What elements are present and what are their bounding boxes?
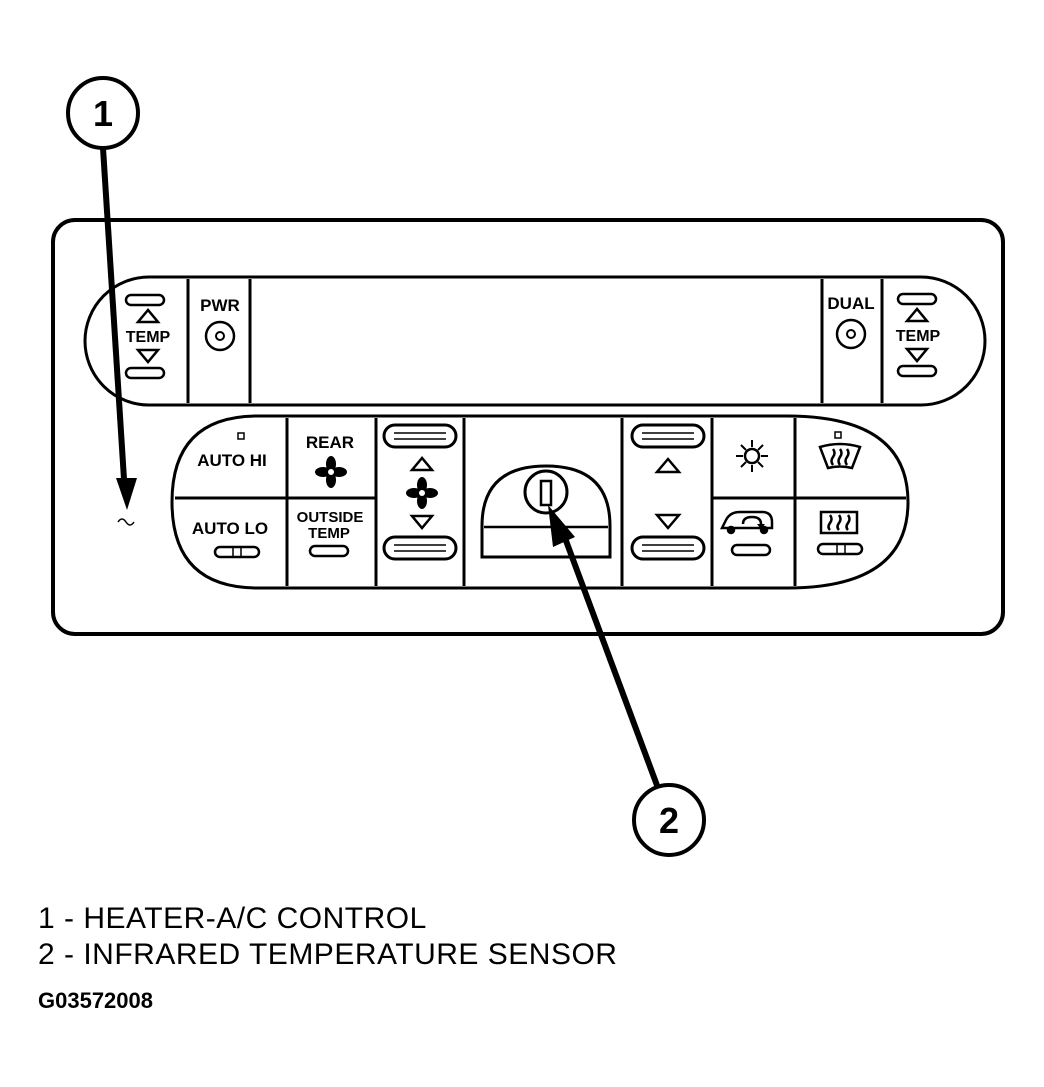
rear-defrost-icon [819, 510, 859, 535]
outside-temp-indicator-icon [308, 544, 350, 558]
mode-up-arrow-icon [654, 457, 682, 474]
blower-up-button[interactable] [382, 423, 458, 449]
callout-1: 1 [66, 76, 140, 526]
legend-item-2: 2 - INFRARED TEMPERATURE SENSOR [38, 938, 618, 971]
blower-down-button[interactable] [382, 535, 458, 561]
figure-id: G03572008 [38, 988, 153, 1013]
front-defrost-indicator-icon [834, 431, 842, 439]
front-defrost-button[interactable] [818, 431, 862, 470]
dual-label: DUAL [827, 294, 874, 313]
auto-lo-label: AUTO LO [192, 519, 268, 538]
pwr-button[interactable]: PWR [200, 296, 240, 352]
callout-2-number: 2 [659, 800, 679, 841]
ac-button[interactable] [736, 440, 768, 472]
dual-button[interactable]: DUAL [827, 294, 875, 350]
recirculation-indicator-icon [730, 543, 772, 557]
hvac-control-diagram: TEMP PWR DUAL TEMP AUTO HI AUTO LO [51, 76, 1005, 857]
left-temp-control[interactable]: TEMP [124, 293, 171, 380]
callout-1-number: 1 [93, 93, 113, 134]
dual-knob-icon [835, 318, 867, 350]
rear-label: REAR [306, 433, 354, 452]
rear-button[interactable]: REAR [306, 433, 354, 488]
outside-temp-label-line2: TEMP [308, 525, 350, 542]
auto-hi-indicator-icon [237, 432, 245, 440]
auto-lo-button[interactable]: AUTO LO [192, 519, 268, 559]
legend-item-1: 1 - HEATER-A/C CONTROL [38, 902, 427, 935]
auto-lo-indicator-icon [213, 545, 261, 559]
mode-up-button[interactable] [630, 423, 706, 449]
auto-hi-button[interactable]: AUTO HI [197, 432, 267, 470]
mode-down-arrow-icon [654, 513, 682, 530]
blower-speed-control[interactable] [382, 423, 458, 561]
pwr-knob-icon [204, 320, 236, 352]
rear-defrost-button[interactable] [816, 510, 864, 556]
right-temp-control[interactable]: TEMP [896, 292, 941, 378]
rear-defrost-indicator-icon [816, 542, 864, 556]
recirculation-icon [719, 510, 774, 535]
blower-up-arrow-icon [409, 456, 435, 472]
callout-2: 2 [548, 505, 706, 857]
blower-down-arrow-icon [409, 514, 435, 530]
ac-snowflake-icon [736, 440, 768, 472]
infrared-sensor-housing [480, 464, 612, 559]
recirculation-button[interactable] [719, 510, 774, 557]
mode-down-button[interactable] [630, 535, 706, 561]
mode-control[interactable] [630, 423, 706, 561]
pwr-label: PWR [200, 296, 240, 315]
right-temp-label: TEMP [896, 328, 941, 345]
display-window [252, 279, 820, 403]
left-temp-label: TEMP [126, 329, 171, 346]
outside-temp-button[interactable]: OUTSIDE TEMP [297, 509, 364, 558]
front-defrost-icon [818, 442, 862, 470]
auto-hi-label: AUTO HI [197, 451, 267, 470]
outside-temp-label-line1: OUTSIDE [297, 509, 364, 526]
